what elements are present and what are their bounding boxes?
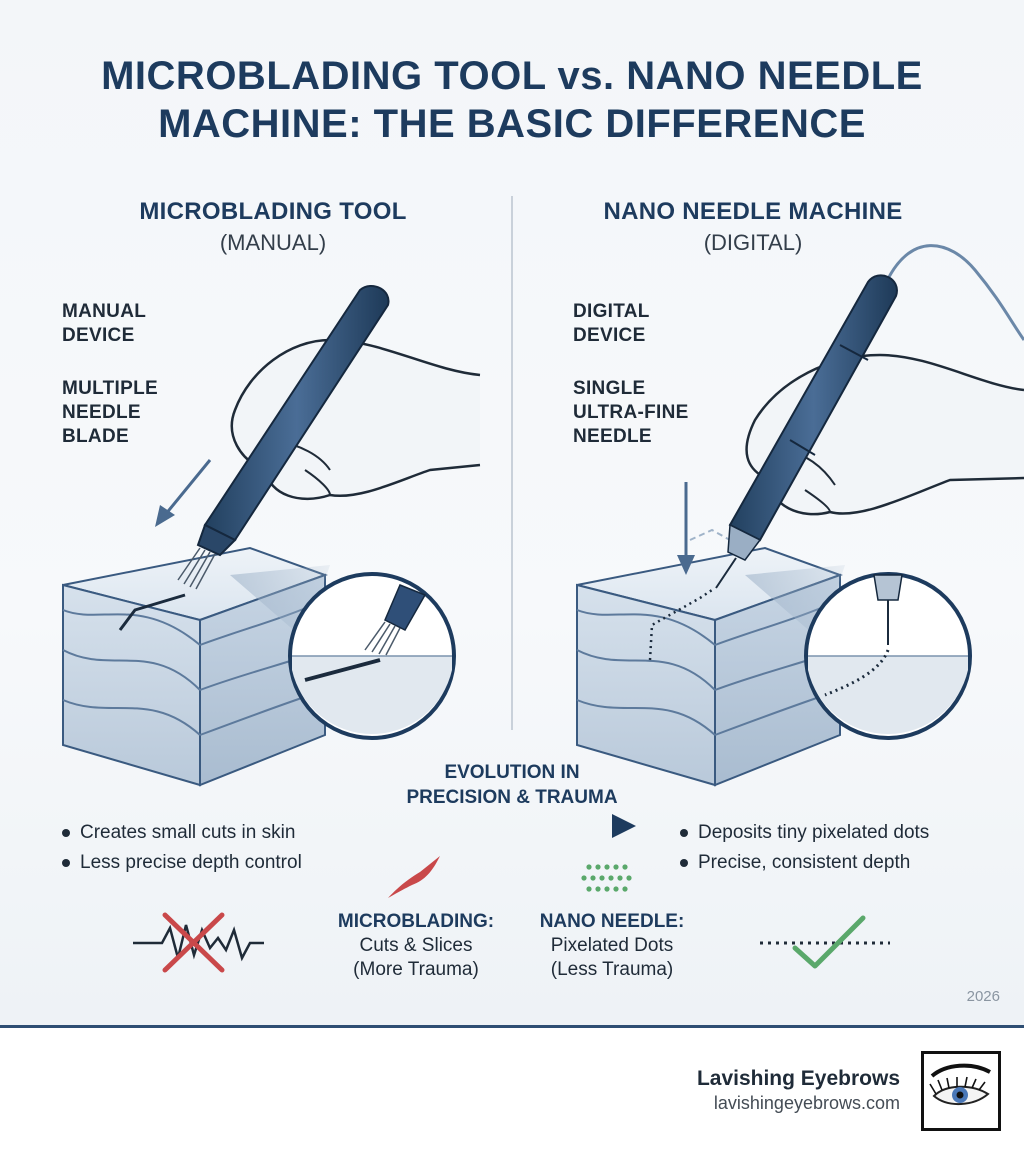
check-mark-icon <box>760 915 890 969</box>
comparison-line: Cuts & Slices <box>359 935 473 956</box>
brand-block: Lavishing Eyebrows lavishingeyebrows.com <box>697 1067 900 1114</box>
machine-cord <box>883 244 1024 341</box>
label-line: NEEDLE <box>573 426 652 447</box>
nano-subheading: (DIGITAL) <box>703 230 803 255</box>
left-column-heading: MICROBLADING TOOL (MANUAL) <box>73 198 473 256</box>
nano-bullets: Deposits tiny pixelated dots Precise, co… <box>680 818 929 878</box>
bullet-item: Creates small cuts in skin <box>62 818 302 848</box>
label-line: DEVICE <box>573 325 646 346</box>
comparison-title: MICROBLADING: <box>337 911 495 932</box>
eye-lash-logo <box>921 1051 1001 1131</box>
single-needle-label: SINGLE ULTRA-FINE NEEDLE <box>573 377 703 449</box>
evolution-arrow <box>388 814 636 838</box>
title-line-1: MICROBLADING TOOL vs. NANO NEEDLE <box>101 54 923 98</box>
x-mark-icon <box>133 912 264 973</box>
nano-comparison: NANO NEEDLE: Pixelated Dots (Less Trauma… <box>522 910 702 982</box>
footer-rule <box>0 1025 1024 1028</box>
label-line: MANUAL <box>62 301 147 322</box>
evolution-line-1: EVOLUTION IN <box>444 762 580 783</box>
manual-device-label: MANUAL DEVICE <box>62 300 192 348</box>
microblading-bullets: Creates small cuts in skin Less precise … <box>62 818 302 878</box>
infographic-title: MICROBLADING TOOL vs. NANO NEEDLE MACHIN… <box>0 52 1024 148</box>
microblading-subheading: (MANUAL) <box>219 230 327 255</box>
comparison-line: (Less Trauma) <box>550 959 674 980</box>
column-divider <box>511 196 513 730</box>
comparison-title: NANO NEEDLE: <box>539 911 685 932</box>
label-line: BLADE <box>62 426 129 447</box>
multiple-needle-label: MULTIPLE NEEDLE BLADE <box>62 377 192 449</box>
red-slash-icon <box>388 856 440 898</box>
microblading-pen <box>177 285 390 590</box>
green-dots-icon <box>581 864 632 892</box>
bullet-item: Deposits tiny pixelated dots <box>680 818 929 848</box>
microblading-comparison: MICROBLADING: Cuts & Slices (More Trauma… <box>326 910 506 982</box>
right-direction-arrow <box>677 482 695 575</box>
label-line: NEEDLE <box>62 402 141 423</box>
left-direction-arrow <box>155 459 212 527</box>
microblading-heading: MICROBLADING TOOL <box>139 198 407 225</box>
eye-icon <box>929 1063 991 1105</box>
illustrations <box>62 244 1024 973</box>
bullet-item: Less precise depth control <box>62 848 302 878</box>
label-line: MULTIPLE <box>62 378 158 399</box>
label-line: SINGLE <box>573 378 646 399</box>
nano-needle-pen <box>715 274 898 589</box>
bullet-item: Precise, consistent depth <box>680 848 929 878</box>
label-line: DEVICE <box>62 325 135 346</box>
right-skin-block <box>576 528 845 787</box>
nano-heading: NANO NEEDLE MACHINE <box>603 198 903 225</box>
label-line: ULTRA-FINE <box>573 402 689 423</box>
evolution-line-2: PRECISION & TRAUMA <box>406 787 618 808</box>
brand-url[interactable]: lavishingeyebrows.com <box>713 1093 900 1113</box>
label-line: DIGITAL <box>573 301 650 322</box>
right-column-heading: NANO NEEDLE MACHINE (DIGITAL) <box>553 198 953 256</box>
left-magnifier <box>288 572 456 740</box>
comparison-line: Pixelated Dots <box>550 935 674 956</box>
right-magnifier <box>804 572 972 740</box>
digital-device-label: DIGITAL DEVICE <box>573 300 703 348</box>
year-label: 2026 <box>966 988 1000 1005</box>
brand-name: Lavishing Eyebrows <box>696 1067 900 1090</box>
comparison-line: (More Trauma) <box>353 959 479 980</box>
evolution-caption: EVOLUTION IN PRECISION & TRAUMA <box>384 760 640 810</box>
title-line-2: MACHINE: THE BASIC DIFFERENCE <box>158 102 866 146</box>
